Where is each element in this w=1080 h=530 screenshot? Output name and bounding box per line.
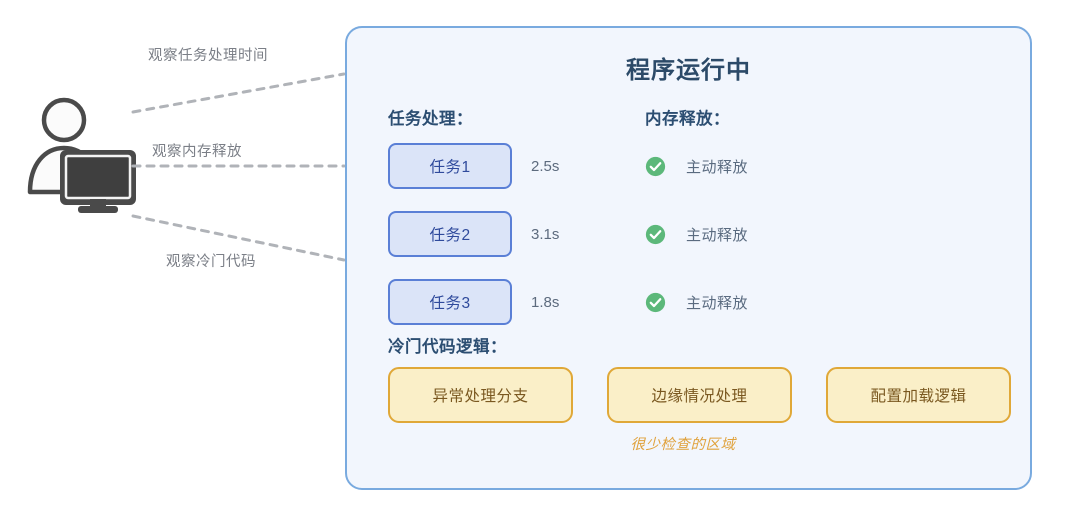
task-duration-1: 2.5s xyxy=(531,157,560,175)
check-circle-icon xyxy=(645,224,666,244)
task-row: 任务3 1.8s xyxy=(388,279,559,325)
observer-person-icon xyxy=(27,97,136,213)
memory-row: 主动释放 xyxy=(645,143,748,189)
memory-row: 主动释放 xyxy=(645,211,748,257)
annotation-label-memory-release: 观察内存释放 xyxy=(152,144,242,160)
annotation-label-cold-code: 观察冷门代码 xyxy=(166,254,256,270)
check-circle-icon xyxy=(645,292,666,312)
cold-code-chip-list: 异常处理分支 边缘情况处理 配置加载逻辑 xyxy=(388,367,1011,423)
program-running-panel: 程序运行中 任务处理： 内存释放： 任务1 2.5s 任务2 3.1s 任务3 … xyxy=(345,26,1032,490)
task-duration-3: 1.8s xyxy=(531,293,560,311)
person-head-icon xyxy=(41,97,87,143)
task-duration-2: 3.1s xyxy=(531,225,560,243)
memory-status-label-1: 主动释放 xyxy=(686,158,749,176)
memory-status-label-3: 主动释放 xyxy=(686,294,749,312)
task-chip-2[interactable]: 任务2 xyxy=(388,211,512,257)
cold-code-chip-config-load[interactable]: 配置加载逻辑 xyxy=(826,367,1011,423)
panel-columns: 任务处理： 内存释放： 任务1 2.5s 任务2 3.1s 任务3 1.8s xyxy=(347,105,1030,337)
panel-title: 程序运行中 xyxy=(626,57,751,84)
cold-code-heading: 冷门代码逻辑： xyxy=(388,338,507,356)
memory-row: 主动释放 xyxy=(645,279,748,325)
monitor-icon xyxy=(60,150,136,213)
annotation-label-task-time: 观察任务处理时间 xyxy=(148,48,268,64)
tasks-heading: 任务处理： xyxy=(388,110,473,128)
cold-code-caption: 很少检查的区域 xyxy=(630,437,736,453)
cold-code-chip-edge-case[interactable]: 边缘情况处理 xyxy=(607,367,792,423)
memory-status-label-2: 主动释放 xyxy=(686,226,749,244)
memory-heading: 内存释放： xyxy=(645,110,730,128)
check-circle-icon xyxy=(645,156,666,176)
connector-line-0 xyxy=(131,72,346,114)
task-chip-3[interactable]: 任务3 xyxy=(388,279,512,325)
task-chip-1[interactable]: 任务1 xyxy=(388,143,512,189)
memory-list: 主动释放 主动释放 主动释放 xyxy=(645,143,748,347)
cold-code-chip-exception[interactable]: 异常处理分支 xyxy=(388,367,573,423)
task-row: 任务2 3.1s xyxy=(388,211,559,257)
task-row: 任务1 2.5s xyxy=(388,143,559,189)
task-list: 任务1 2.5s 任务2 3.1s 任务3 1.8s xyxy=(388,143,559,347)
